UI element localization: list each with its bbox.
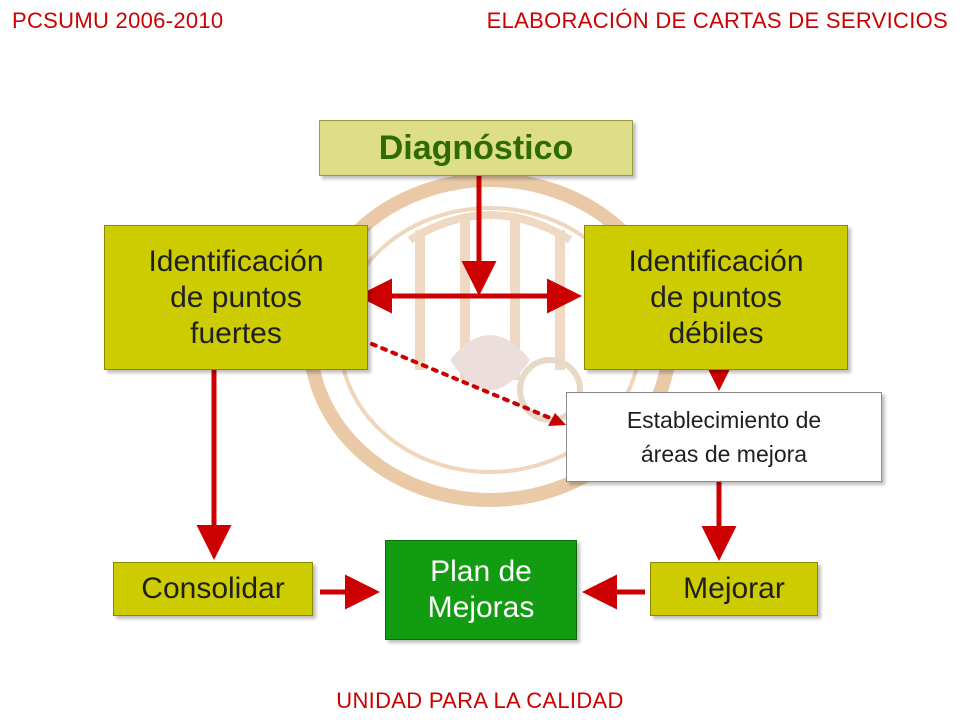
plan-mejoras-line-2: Mejoras: [427, 591, 535, 624]
mejorar-label: Mejorar: [683, 572, 785, 605]
mejorar-box: Mejorar: [650, 562, 818, 616]
plan-mejoras-line-1: Plan de: [430, 555, 532, 588]
header-left-title: PCSUMU 2006-2010: [12, 8, 224, 33]
consolidar-box: Consolidar: [113, 562, 313, 616]
header-right-title: ELABORACIÓN DE CARTAS DE SERVICIOS: [486, 8, 948, 33]
diagnostico-box: Diagnóstico: [319, 120, 633, 176]
puntos-fuertes-line-2: de puntos: [170, 280, 302, 314]
puntos-fuertes-box: Identificación de puntos fuertes: [104, 225, 368, 370]
diagnostico-label: Diagnóstico: [378, 128, 574, 167]
footer-title: UNIDAD PARA LA CALIDAD: [336, 688, 624, 713]
puntos-debiles-box: Identificación de puntos débiles: [584, 225, 848, 370]
puntos-debiles-line-3: débiles: [668, 316, 764, 350]
consolidar-label: Consolidar: [141, 572, 285, 605]
puntos-debiles-line-2: de puntos: [650, 280, 782, 314]
puntos-debiles-line-1: Identificación: [628, 244, 804, 278]
puntos-fuertes-line-3: fuertes: [190, 316, 282, 350]
plan-mejoras-box: Plan de Mejoras: [385, 540, 577, 640]
puntos-fuertes-line-1: Identificación: [148, 244, 324, 278]
areas-mejora-box: Establecimiento de áreas de mejora: [566, 392, 882, 482]
areas-mejora-line-1: Establecimiento de: [626, 406, 822, 433]
areas-mejora-line-2: áreas de mejora: [640, 441, 808, 467]
